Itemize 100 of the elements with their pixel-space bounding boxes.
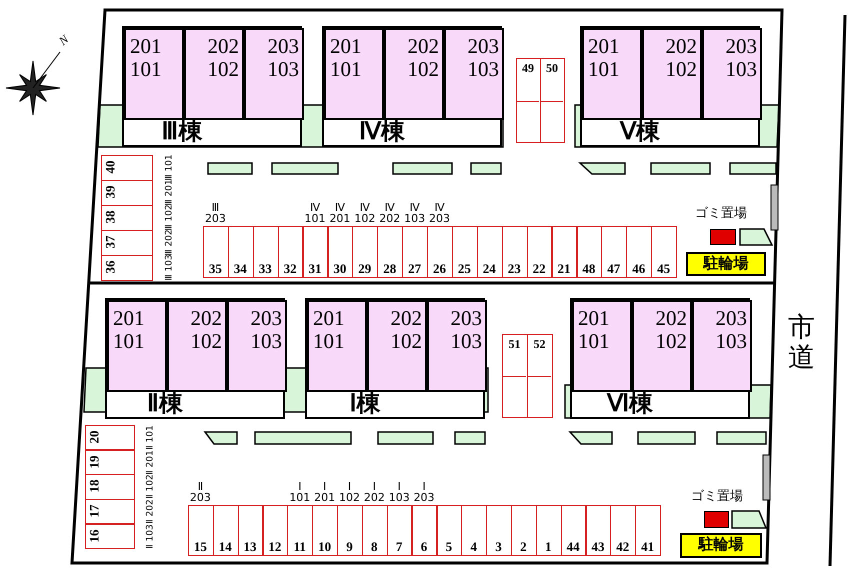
space-number: 5 xyxy=(444,540,454,554)
unit-label: Ⅰ 101 xyxy=(288,481,312,503)
parking-space xyxy=(203,226,229,278)
space-number: 40 xyxy=(103,160,117,174)
unit-number: 203 xyxy=(468,35,499,57)
building-outline xyxy=(580,26,760,147)
space-number: 43 xyxy=(590,540,606,554)
space-number: 23 xyxy=(506,262,522,276)
space-number: 19 xyxy=(87,455,101,468)
unit-number: 202 xyxy=(408,35,439,57)
unit-label: Ⅱ 101 xyxy=(146,425,157,450)
apartment-unit xyxy=(632,300,692,392)
unit-number: 201 xyxy=(578,307,610,329)
building-outline xyxy=(570,298,750,419)
parking-space xyxy=(427,226,453,278)
parking-space xyxy=(610,505,636,556)
apartment-unit xyxy=(307,300,367,392)
unit-label: Ⅰ 201 xyxy=(313,481,336,503)
space-number: 28 xyxy=(382,262,398,276)
parking-space xyxy=(85,499,135,524)
area-label: ゴミ置場 xyxy=(690,488,744,504)
unit-number: 103 xyxy=(726,58,757,80)
parking-space xyxy=(502,226,528,278)
parking-space xyxy=(85,474,135,500)
unit-number: 101 xyxy=(313,330,344,352)
space-number: 37 xyxy=(103,236,117,249)
apartment-unit xyxy=(167,300,227,392)
parking-space xyxy=(188,505,214,556)
apartment-unit xyxy=(642,28,702,120)
space-number: 31 xyxy=(307,262,322,276)
unit-label: Ⅳ 103 xyxy=(403,202,426,224)
space-number: 11 xyxy=(292,540,307,554)
parking-space xyxy=(287,505,314,556)
unit-number: 203 xyxy=(450,307,482,329)
parking-space xyxy=(527,334,553,418)
unit-label: Ⅳ 202 xyxy=(378,202,402,224)
apartment-unit xyxy=(324,28,384,120)
parking-space xyxy=(101,180,153,206)
unit-number: 103 xyxy=(450,330,482,352)
unit-number: 201 xyxy=(313,307,344,329)
parking-space xyxy=(377,226,404,278)
space-number: 48 xyxy=(581,262,596,276)
parking-space xyxy=(386,505,412,556)
bicycle-parking: 駐輪場 xyxy=(686,252,766,276)
apartment-unit xyxy=(427,300,487,392)
space-number: 6 xyxy=(420,540,428,554)
unit-number: 102 xyxy=(666,58,697,80)
unit-number: 101 xyxy=(113,330,144,352)
unit-label: Ⅳ 203 xyxy=(428,202,452,224)
space-number: 12 xyxy=(267,540,282,554)
building-label: Ⅱ棟 xyxy=(146,390,184,418)
unit-label: Ⅰ 103 xyxy=(388,481,411,503)
area-label: ゴミ置場 xyxy=(694,205,748,221)
space-number: 8 xyxy=(370,540,379,554)
parking-space xyxy=(328,226,354,278)
space-number: 24 xyxy=(482,262,497,276)
unit-label: Ⅲ 102 xyxy=(164,204,176,231)
parking-space xyxy=(362,505,388,556)
space-number: 47 xyxy=(606,262,622,276)
parking-space xyxy=(101,255,153,280)
space-number: 35 xyxy=(208,262,223,276)
unit-number: 103 xyxy=(268,58,299,80)
space-number: 1 xyxy=(544,540,552,554)
unit-number: 103 xyxy=(716,330,747,352)
space-number: 33 xyxy=(258,262,273,276)
apartment-unit xyxy=(572,300,632,392)
space-number: 46 xyxy=(631,262,646,276)
parking-space xyxy=(635,505,661,556)
space-number: 45 xyxy=(656,262,672,276)
unit-number: 203 xyxy=(250,307,282,329)
unit-label: Ⅳ 101 xyxy=(304,202,327,224)
unit-number: 203 xyxy=(726,35,757,57)
space-number: 52 xyxy=(532,337,546,351)
space-number: 10 xyxy=(317,540,332,554)
unit-label: Ⅱ 203 xyxy=(188,481,212,503)
unit-number: 101 xyxy=(588,58,620,80)
unit-label: Ⅰ 202 xyxy=(362,481,386,503)
parking-space xyxy=(262,505,288,556)
building-label: Ⅲ棟 xyxy=(160,118,204,146)
space-number: 17 xyxy=(87,504,101,518)
parking-space xyxy=(278,226,304,278)
building-outline xyxy=(122,26,302,147)
apartment-unit xyxy=(384,28,444,120)
space-number: 2 xyxy=(519,540,528,554)
unit-number: 102 xyxy=(208,58,239,80)
unit-label: Ⅰ 203 xyxy=(412,481,436,503)
space-number: 25 xyxy=(456,262,472,276)
unit-label: Ⅱ 202 xyxy=(146,499,157,524)
bicycle-parking: 駐輪場 xyxy=(680,533,762,558)
parking-space xyxy=(476,226,503,278)
parking-space xyxy=(576,226,602,278)
unit-number: 102 xyxy=(408,58,439,80)
space-number: 13 xyxy=(242,540,258,554)
unit-label: Ⅲ 203 xyxy=(204,202,227,224)
parking-space xyxy=(651,226,677,278)
unit-number: 201 xyxy=(113,307,144,329)
parking-space xyxy=(312,505,338,556)
space-number: 50 xyxy=(545,61,559,75)
unit-number: 102 xyxy=(190,330,222,352)
parking-space xyxy=(212,505,239,556)
